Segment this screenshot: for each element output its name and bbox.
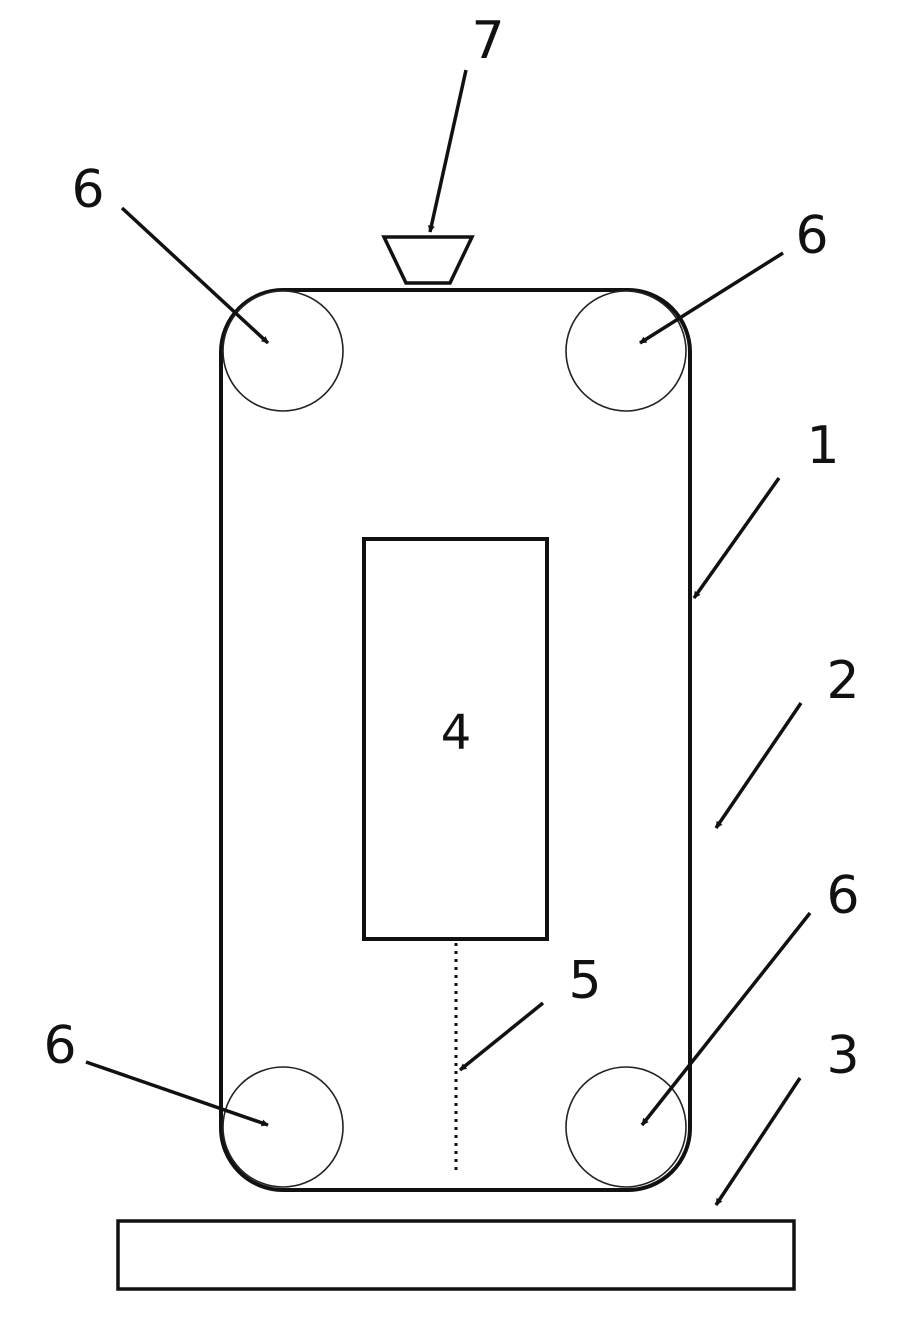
arrow-roller-top-left bbox=[122, 208, 268, 343]
label-space: 2 bbox=[826, 651, 859, 711]
label-roller-top-left: 6 bbox=[71, 160, 104, 220]
roller-bottom-right bbox=[566, 1067, 686, 1187]
nozzle-shape bbox=[384, 237, 472, 283]
arrow-nozzle bbox=[430, 70, 466, 232]
roller-top-right bbox=[566, 291, 686, 411]
label-roller-bottom-right: 6 bbox=[826, 866, 859, 926]
label-roller-bottom-left: 6 bbox=[43, 1016, 76, 1076]
label-box: 4 bbox=[441, 705, 472, 761]
arrow-base bbox=[716, 1078, 800, 1205]
arrow-space bbox=[716, 703, 801, 828]
label-roller-top-right: 6 bbox=[795, 206, 828, 266]
arrow-dotted-line bbox=[460, 1003, 543, 1070]
roller-top-left bbox=[223, 291, 343, 411]
label-nozzle: 7 bbox=[471, 11, 504, 71]
base-plate bbox=[118, 1221, 794, 1289]
label-belt: 1 bbox=[806, 416, 839, 476]
label-base: 3 bbox=[826, 1026, 859, 1086]
arrow-roller-bottom-right bbox=[642, 913, 810, 1125]
roller-bottom-left bbox=[223, 1067, 343, 1187]
arrow-belt bbox=[694, 478, 779, 598]
label-dotted-line: 5 bbox=[568, 951, 601, 1011]
